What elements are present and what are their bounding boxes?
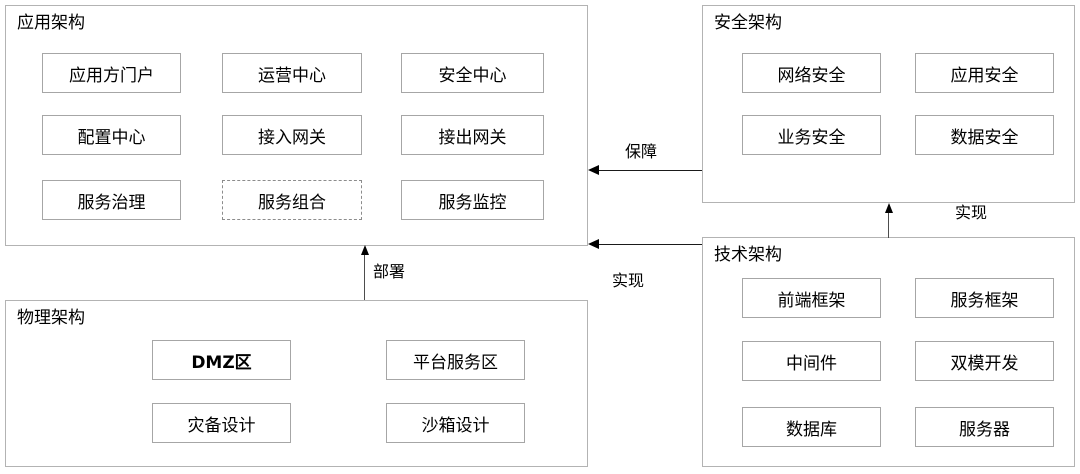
- connector-arrowhead-technology-to-security: [885, 203, 893, 213]
- connector-line-technology-to-application: [598, 244, 702, 245]
- connector-label-shixian-sec: 实现: [955, 203, 988, 222]
- node-service-composition[interactable]: 服务组合: [222, 180, 362, 220]
- node-service-monitoring[interactable]: 服务监控: [401, 180, 544, 220]
- group-physical-architecture[interactable]: 物理架构 DMZ区 平台服务区 灾备设计 沙箱设计: [5, 300, 588, 467]
- node-config-center[interactable]: 配置中心: [42, 115, 181, 155]
- node-application-security[interactable]: 应用安全: [915, 53, 1054, 93]
- connector-line-physical-to-application: [364, 253, 365, 300]
- connector-label-bushu: 部署: [373, 262, 406, 281]
- group-title-application: 应用架构: [17, 13, 85, 33]
- node-middleware[interactable]: 中间件: [742, 341, 881, 381]
- group-title-security: 安全架构: [714, 13, 782, 33]
- connector-line-technology-to-security: [888, 211, 889, 238]
- node-frontend-framework[interactable]: 前端框架: [742, 278, 881, 318]
- node-dual-mode-development[interactable]: 双模开发: [915, 341, 1054, 381]
- node-egress-gateway[interactable]: 接出网关: [401, 115, 544, 155]
- connector-label-baozhang: 保障: [625, 142, 658, 161]
- node-platform-service-zone[interactable]: 平台服务区: [386, 340, 525, 380]
- connector-arrowhead-technology-to-application: [588, 239, 599, 249]
- node-database[interactable]: 数据库: [742, 407, 881, 447]
- node-application-portal[interactable]: 应用方门户: [42, 53, 181, 93]
- node-data-security[interactable]: 数据安全: [915, 115, 1054, 155]
- node-sandbox-design[interactable]: 沙箱设计: [386, 403, 525, 443]
- group-security-architecture[interactable]: 安全架构 网络安全 应用安全 业务安全 数据安全: [702, 5, 1075, 203]
- connector-arrowhead-physical-to-application: [361, 245, 369, 255]
- group-application-architecture[interactable]: 应用架构 应用方门户 运营中心 安全中心 配置中心 接入网关 接出网关 服务治理…: [5, 5, 588, 246]
- connector-label-shixian-app: 实现: [612, 271, 645, 290]
- group-title-physical: 物理架构: [17, 308, 85, 328]
- group-technology-architecture[interactable]: 技术架构 前端框架 服务框架 中间件 双模开发 数据库 服务器: [702, 237, 1075, 467]
- connector-line-security-to-application: [598, 170, 702, 171]
- node-operation-center[interactable]: 运营中心: [222, 53, 362, 93]
- node-business-security[interactable]: 业务安全: [742, 115, 881, 155]
- node-security-center[interactable]: 安全中心: [401, 53, 544, 93]
- node-disaster-recovery-design[interactable]: 灾备设计: [152, 403, 291, 443]
- node-service-governance[interactable]: 服务治理: [42, 180, 181, 220]
- node-network-security[interactable]: 网络安全: [742, 53, 881, 93]
- connector-arrowhead-security-to-application: [588, 165, 599, 175]
- node-dmz-zone[interactable]: DMZ区: [152, 340, 291, 380]
- node-service-framework[interactable]: 服务框架: [915, 278, 1054, 318]
- group-title-technology: 技术架构: [714, 245, 782, 265]
- node-server[interactable]: 服务器: [915, 407, 1054, 447]
- node-ingress-gateway[interactable]: 接入网关: [222, 115, 362, 155]
